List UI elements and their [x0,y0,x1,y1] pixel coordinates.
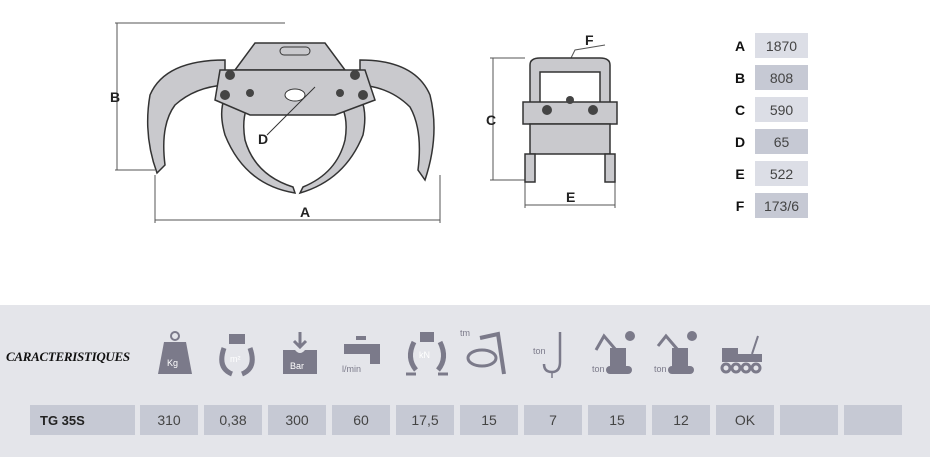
dim-label-c: C [486,112,497,128]
value-cell: 60 [332,405,390,435]
value-cell: 12 [652,405,710,435]
hook-icon: ton [530,328,580,380]
icon-caption: ton [654,364,667,374]
spec-value: 1870 [755,33,808,58]
value-cell: 0,38 [204,405,262,435]
icon-caption: tm [460,328,470,338]
value-cell: 15 [588,405,646,435]
flow-icon: l/min [338,328,388,378]
grapple-side-view-diagram [490,44,618,208]
spec-value: 173/6 [755,193,808,218]
spec-value: 808 [755,65,808,90]
value-cell [844,405,902,435]
excavator-rotator-icon: ton [590,328,640,378]
value-cell: 7 [524,405,582,435]
icon-caption: Bar [290,361,305,371]
value-cell: 300 [268,405,326,435]
icon-caption: m² [230,354,241,364]
dim-label-d: D [258,131,269,147]
value-cell: 17,5 [396,405,454,435]
icon-caption: kN [419,350,430,360]
value-cell [780,405,838,435]
spec-label: B [734,70,746,86]
value-cell: OK [716,405,774,435]
dim-label-a: A [300,204,311,220]
dim-label-f: F [585,32,594,48]
icon-caption: l/min [342,364,362,374]
spec-value: 65 [755,129,808,154]
spec-label: A [734,38,746,54]
weight-icon: Kg [150,328,200,378]
forwarder-icon [716,328,766,378]
spec-value: 522 [755,161,808,186]
icon-caption: ton [533,346,546,356]
spec-label: D [734,134,746,150]
grapple-front-view-diagram [115,22,441,223]
spec-label: E [735,166,745,182]
icon-caption: Kg [167,358,179,368]
spec-label: F [735,198,745,214]
model-cell: TG 35S [30,405,135,435]
grapple-area-icon: m² [212,328,262,378]
icon-caption: ton [592,364,605,374]
spec-value: 590 [755,97,808,122]
excavator-icon: ton [652,328,702,378]
spec-label: C [734,102,746,118]
value-cell: 15 [460,405,518,435]
force-icon: kN [402,328,452,378]
torque-icon: tm [460,328,510,378]
dim-label-b: B [110,89,121,105]
pressure-icon: Bar [275,328,325,378]
value-cell: 310 [140,405,198,435]
characteristics-title: CARACTERISTIQUES [6,349,130,364]
dim-label-e: E [566,189,576,205]
